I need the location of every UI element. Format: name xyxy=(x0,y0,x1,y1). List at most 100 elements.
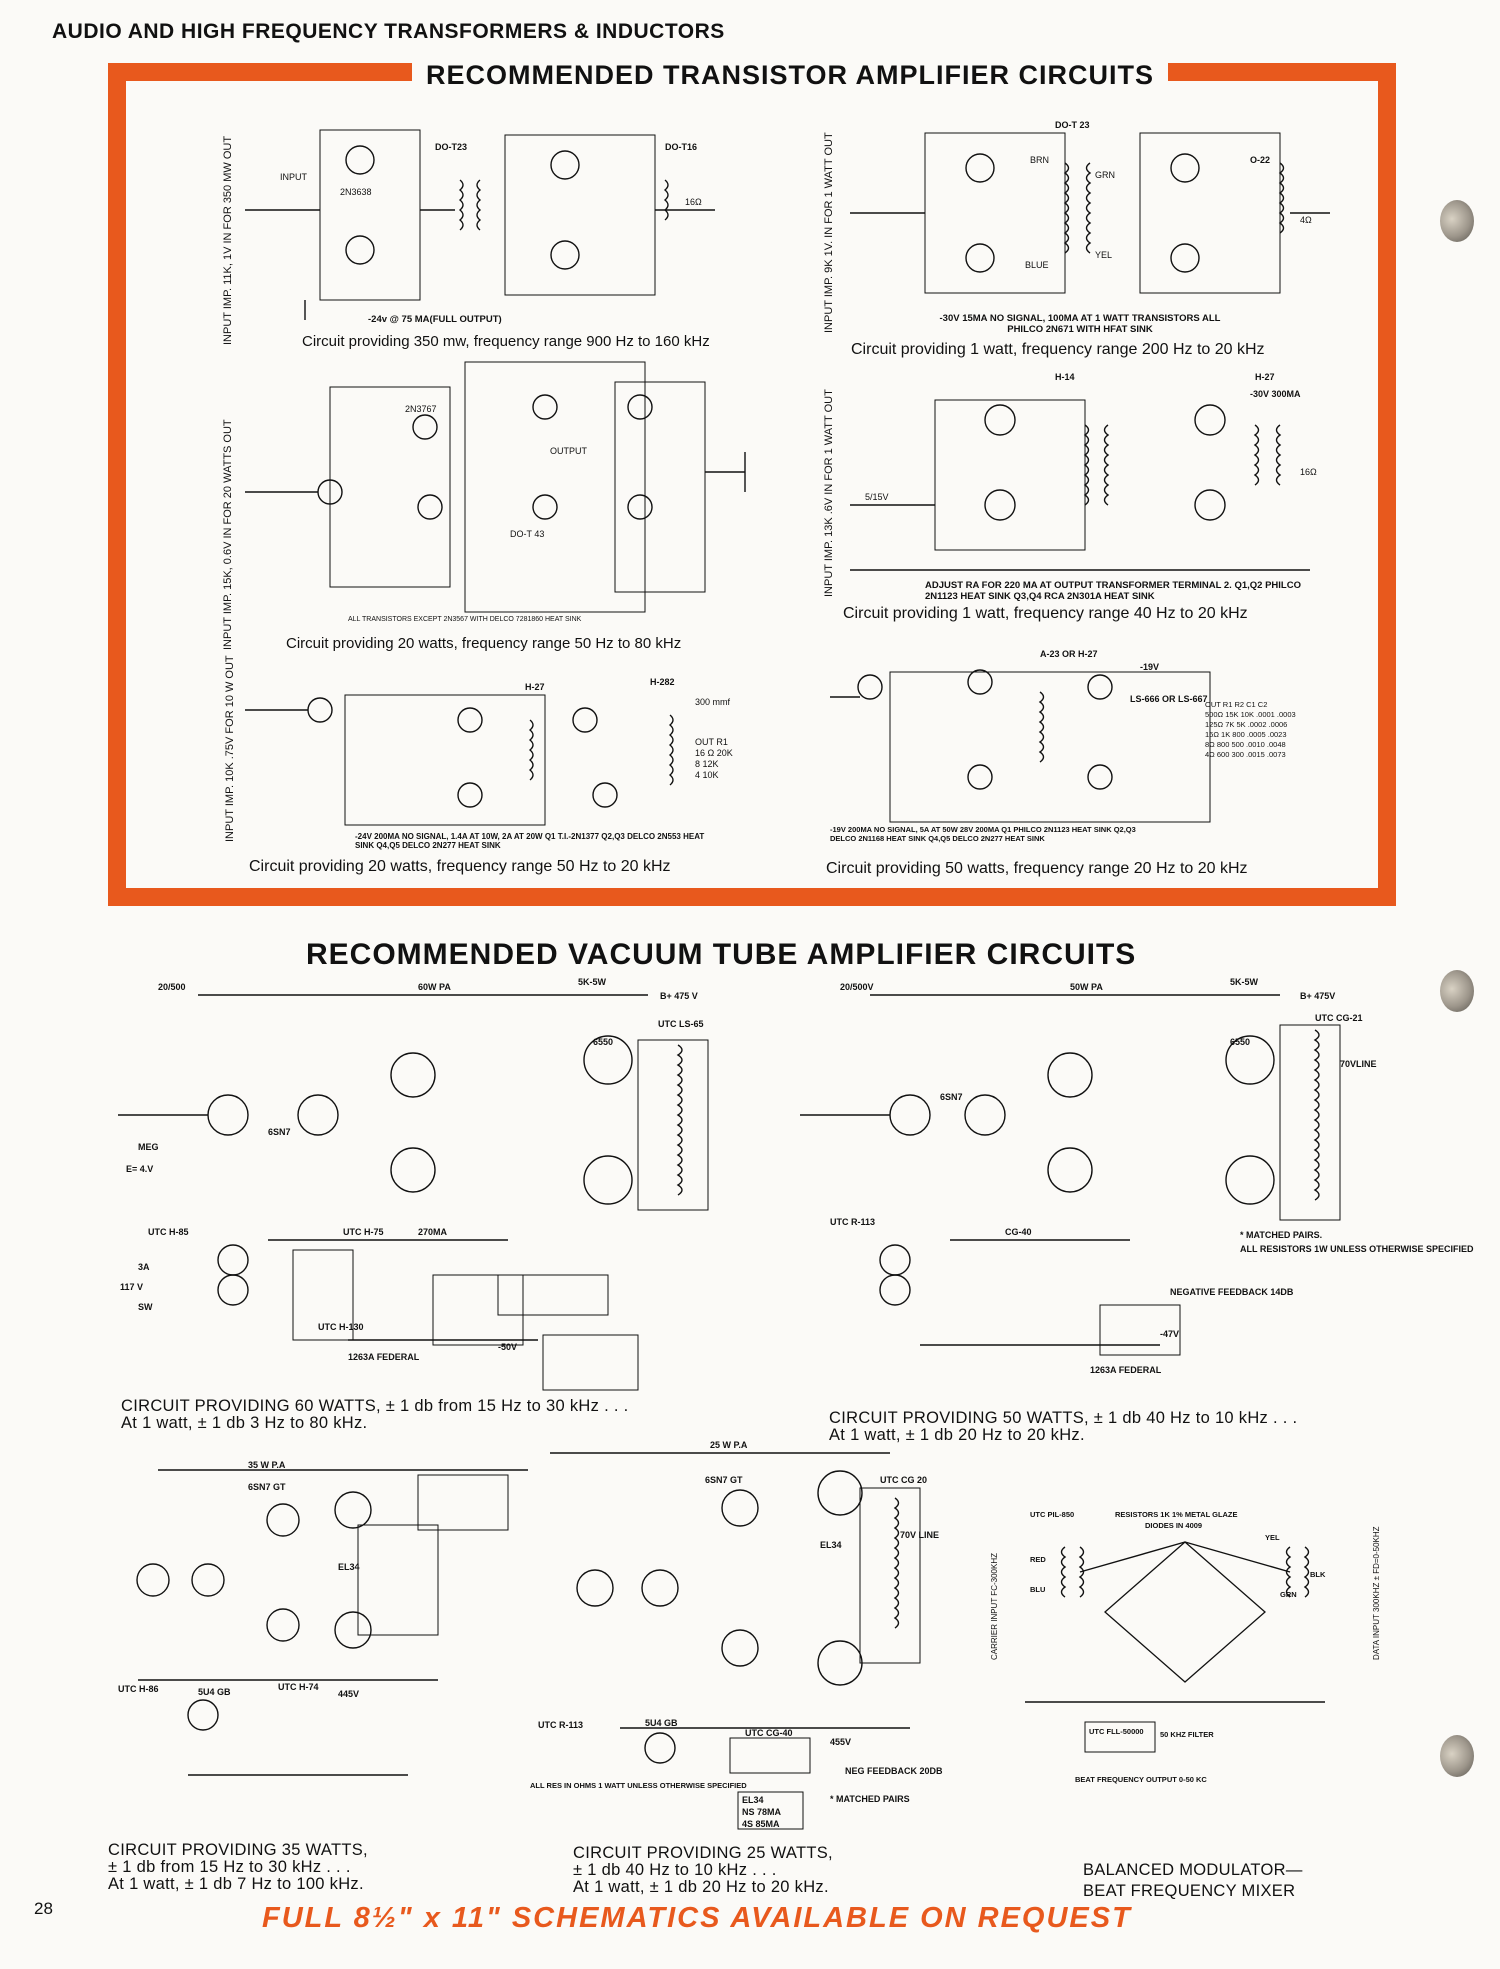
carrier-input-label: CARRIER INPUT FC-300KHZ xyxy=(990,1553,999,1660)
label: UTC FLL-50000 xyxy=(1089,1727,1144,1736)
label: BLU xyxy=(1030,1585,1045,1594)
tube-circuit-1-caption: CIRCUIT PROVIDING 60 WATTS, ± 1 db from … xyxy=(121,1398,629,1432)
label: 4S 85MA xyxy=(742,1819,780,1829)
label: YEL xyxy=(1265,1533,1280,1542)
label: 117 V xyxy=(120,1282,143,1292)
label: 2N3767 xyxy=(405,404,437,414)
label: UTC LS-65 xyxy=(658,1019,704,1029)
caption-line: ± 1 db from 15 Hz to 30 kHz . . . xyxy=(108,1858,351,1876)
label: UTC CG-21 xyxy=(1315,1013,1363,1023)
caption-line: CIRCUIT PROVIDING 25 WATTS, xyxy=(573,1844,833,1862)
label: 3A xyxy=(138,1262,150,1272)
label: NEGATIVE FEEDBACK 14DB xyxy=(1170,1287,1294,1297)
label: 70VLINE xyxy=(1340,1059,1377,1069)
label: 5K-5W xyxy=(578,977,607,987)
label: B+ 475V xyxy=(1300,991,1335,1001)
circuit-3-input-spec: INPUT IMP. 15K, 0.6V IN FOR 20 WATTS OUT xyxy=(222,419,234,650)
label: 5U4 GB xyxy=(645,1718,678,1728)
label: 6550 xyxy=(1230,1037,1250,1047)
schematic-20w-20khz: H-27 H-282 300 mmf OUT R1 16 Ω 20K 8 12K… xyxy=(245,677,733,826)
label: UTC H-74 xyxy=(278,1682,319,1692)
label: BEAT FREQUENCY OUTPUT 0-50 KC xyxy=(1075,1775,1207,1784)
label: DIODES IN 4009 xyxy=(1145,1521,1202,1530)
label: 20/500V xyxy=(840,982,874,992)
label: 8 12K xyxy=(695,759,719,769)
label: 6SN7 xyxy=(940,1092,963,1102)
schematic-50w-tube: 20/500V 50W PA 5K-5W B+ 475V UTC CG-21 7… xyxy=(800,977,1474,1375)
label: RESISTORS 1K 1% METAL GLAZE xyxy=(1115,1510,1238,1519)
label: MEG xyxy=(138,1142,159,1152)
caption-line: At 1 watt, ± 1 db 7 Hz to 100 kHz. xyxy=(108,1875,364,1893)
schematic-350mw: INPUT DO-T23 DO-T16 2N3638 16Ω xyxy=(245,129,715,320)
label: 25 W P.A xyxy=(710,1440,748,1450)
caption-line: CIRCUIT PROVIDING 50 WATTS, ± 1 db 40 Hz… xyxy=(829,1409,1298,1427)
label: B+ 475 V xyxy=(660,991,698,1001)
caption-line: At 1 watt, ± 1 db 3 Hz to 80 kHz. xyxy=(121,1414,368,1432)
label: 6SN7 xyxy=(268,1127,291,1137)
schematic-1w-40hz: H-14 H-27 -30V 300MA 16Ω 5/15V xyxy=(850,372,1317,571)
circuit-6-note: -19V 200MA NO SIGNAL, 5A AT 50W 28V 200M… xyxy=(830,825,1136,843)
label: -30V 300MA xyxy=(1250,389,1301,399)
label: UTC CG-40 xyxy=(745,1728,793,1738)
label: OUTPUT xyxy=(550,446,588,456)
label: 50W PA xyxy=(1070,982,1103,992)
caption-line: CIRCUIT PROVIDING 35 WATTS, xyxy=(108,1841,368,1859)
label: OUT R1 R2 C1 C2 xyxy=(1205,700,1267,709)
tube-circuit-5-caption: BALANCED MODULATOR— BEAT FREQUENCY MIXER xyxy=(1083,1860,1303,1902)
label: EL34 xyxy=(338,1562,360,1572)
label: 455V xyxy=(830,1737,851,1747)
circuit-2-caption: Circuit providing 1 watt, frequency rang… xyxy=(851,341,1265,358)
label: 60W PA xyxy=(418,982,451,992)
label: -50V xyxy=(498,1342,517,1352)
label: 1263A FEDERAL xyxy=(348,1352,420,1362)
label: 445V xyxy=(338,1689,359,1699)
label: DO-T 23 xyxy=(1055,120,1090,130)
label: UTC H-130 xyxy=(318,1322,364,1332)
label: A-23 OR H-27 xyxy=(1040,649,1098,659)
circuit-4-input-spec: INPUT IMP. 13K .6V IN FOR 1 WATT OUT xyxy=(823,389,835,597)
label: UTC R-113 xyxy=(538,1720,583,1730)
tube-section-title: RECOMMENDED VACUUM TUBE AMPLIFIER CIRCUI… xyxy=(292,938,1151,972)
caption-line: ± 1 db 40 Hz to 10 kHz . . . xyxy=(573,1861,777,1879)
circuit-3-caption: Circuit providing 20 watts, frequency ra… xyxy=(286,635,682,652)
label: RED xyxy=(1030,1555,1046,1564)
schematics-request-footer: FULL 8½" x 11" SCHEMATICS AVAILABLE ON R… xyxy=(262,1902,1132,1934)
circuit-1-note: -24v @ 75 MA(FULL OUTPUT) xyxy=(368,314,502,325)
label: 5U4 GB xyxy=(198,1687,231,1697)
label: 50 KHZ FILTER xyxy=(1160,1730,1214,1739)
label: 5/15V xyxy=(865,492,889,502)
label: 16Ω xyxy=(1300,467,1317,477)
label: BRN xyxy=(1030,155,1049,165)
schematic-1w-200hz: DO-T 23 O-22 4Ω BRN GRN BLUE YEL xyxy=(850,120,1330,294)
page-header: AUDIO AND HIGH FREQUENCY TRANSFORMERS & … xyxy=(52,20,725,43)
label: 35 W P.A xyxy=(248,1460,286,1470)
tube-circuit-4-caption: CIRCUIT PROVIDING 25 WATTS, ± 1 db 40 Hz… xyxy=(573,1845,833,1896)
label: E= 4.V xyxy=(126,1164,153,1174)
label: 16Ω 1K 800 .0005 .0023 xyxy=(1205,730,1287,739)
circuit-3-note: ALL TRANSISTORS EXCEPT 2N3567 WITH DELCO… xyxy=(348,616,582,623)
label: LS-666 OR LS-667 xyxy=(1130,694,1208,704)
label: H-27 xyxy=(525,682,545,692)
caption-line: BEAT FREQUENCY MIXER xyxy=(1083,1882,1296,1900)
label: UTC H-85 xyxy=(148,1227,189,1237)
caption-line: At 1 watt, ± 1 db 20 Hz to 20 kHz. xyxy=(829,1426,1085,1444)
caption-line: At 1 watt, ± 1 db 20 Hz to 20 kHz. xyxy=(573,1878,829,1896)
circuit-1-input-spec: INPUT IMP. 11K, 1V IN FOR 350 MW OUT xyxy=(222,135,234,345)
label: EL34 xyxy=(820,1540,842,1550)
label: 20/500 xyxy=(158,982,186,992)
label: -47V xyxy=(1160,1329,1179,1339)
label: UTC CG 20 xyxy=(880,1475,927,1485)
label: 2N3638 xyxy=(340,187,372,197)
circuit-4-note: ADJUST RA FOR 220 MA AT OUTPUT TRANSFORM… xyxy=(925,580,1301,602)
label: H-282 xyxy=(650,677,675,687)
label: 4Ω 600 300 .0015 .0073 xyxy=(1205,750,1286,759)
circuit-6-caption: Circuit providing 50 watts, frequency ra… xyxy=(826,860,1248,877)
label: 16Ω xyxy=(685,197,702,207)
label: NS 78MA xyxy=(742,1807,782,1817)
label: YEL xyxy=(1095,250,1112,260)
label: UTC PIL-850 xyxy=(1030,1510,1074,1519)
label: * MATCHED PAIRS. xyxy=(1240,1230,1322,1240)
circuit-2-note: -30V 15MA NO SIGNAL, 100MA AT 1 WATT TRA… xyxy=(939,313,1221,335)
tube-circuit-2-caption: CIRCUIT PROVIDING 50 WATTS, ± 1 db 40 Hz… xyxy=(829,1410,1297,1444)
label: 1263A FEDERAL xyxy=(1090,1365,1162,1375)
